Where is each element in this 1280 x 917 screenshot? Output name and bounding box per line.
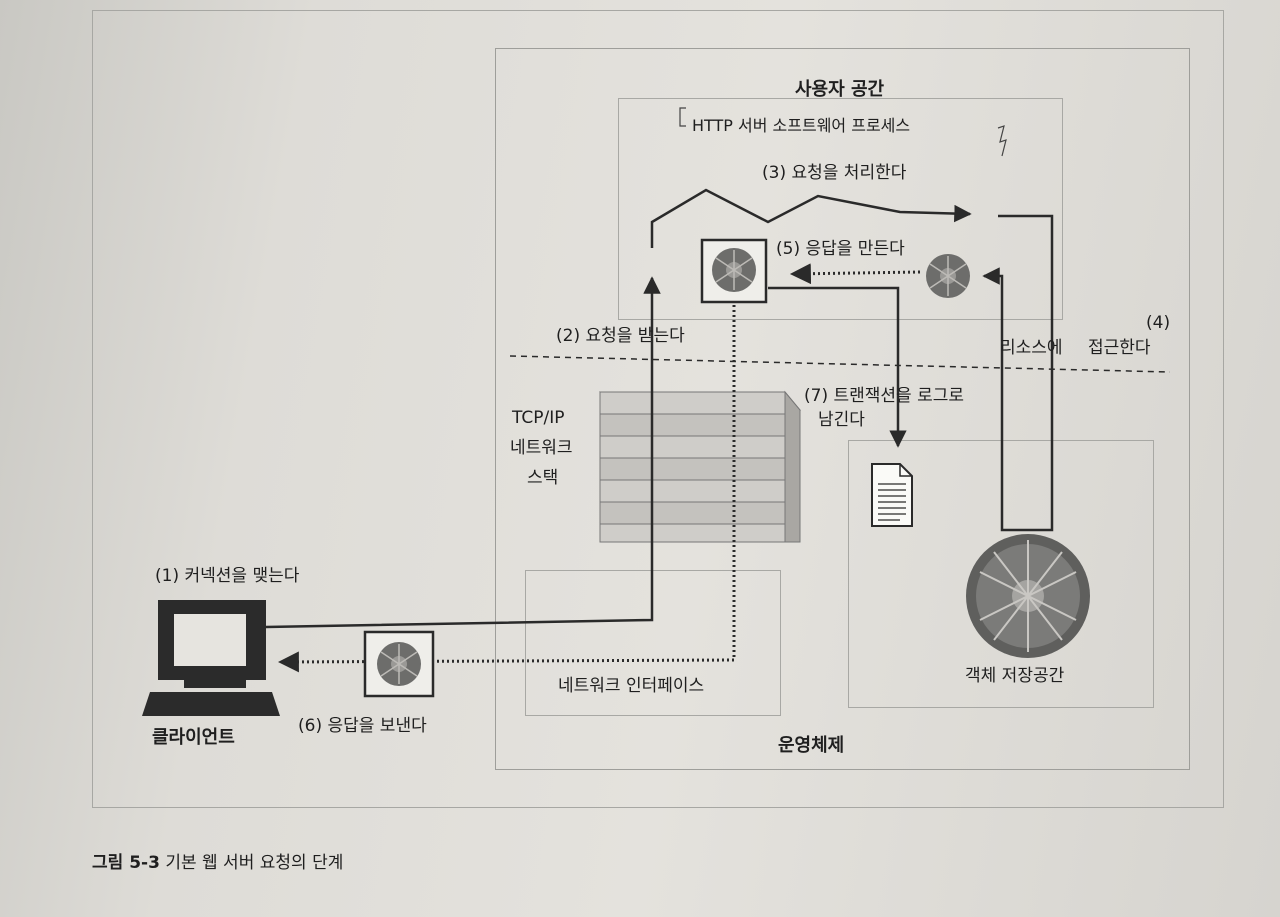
processing-path-arrow xyxy=(650,188,972,248)
client-label: 클라이언트 xyxy=(152,727,235,748)
step-7-label-line2: 남긴다 xyxy=(818,410,865,430)
tcpip-stack-graphic xyxy=(598,390,802,543)
figure-frame xyxy=(92,10,1224,808)
step-4-number: (4) xyxy=(1146,313,1171,333)
figure-number: 그림 5-3 xyxy=(92,853,160,873)
operating-system-box xyxy=(495,48,1190,770)
step-2-label: (2) 요청을 받는다 xyxy=(556,326,685,346)
object-store-label: 객체 저장공간 xyxy=(965,666,1065,686)
figure-title: 기본 웹 서버 요청의 단계 xyxy=(165,853,344,873)
client-computer-icon xyxy=(142,600,280,716)
http-process-label: HTTP 서버 소프트웨어 프로세스 xyxy=(692,116,911,135)
sent-response-gear-icon xyxy=(363,630,435,698)
process-label-bracket-right xyxy=(997,125,1007,157)
step-4-label-b: 접근한다 xyxy=(1088,338,1151,358)
request-path-arrow xyxy=(265,276,661,629)
process-label-bracket-left xyxy=(679,107,686,127)
figure-caption: 그림 5-3 기본 웹 서버 요청의 단계 xyxy=(92,848,343,873)
build-response-arrow xyxy=(789,263,921,285)
step-1-label: (1) 커넥션을 맺는다 xyxy=(155,566,300,586)
user-space-label: 사용자 공간 xyxy=(795,79,885,100)
operating-system-label: 운영체제 xyxy=(778,735,845,756)
send-response-arrow xyxy=(277,300,736,673)
tcpip-label-line2: 네트워크 xyxy=(510,438,573,458)
step-5-label: (5) 응답을 만든다 xyxy=(776,239,905,259)
logging-path-arrow xyxy=(768,286,907,448)
tcpip-label-line3: 스택 xyxy=(527,468,559,488)
log-document-icon xyxy=(871,463,913,527)
step-4-label-a: 리소스에 xyxy=(1000,338,1063,358)
network-interface-label: 네트워크 인터페이스 xyxy=(558,676,705,696)
step-3-label: (3) 요청을 처리한다 xyxy=(762,163,907,183)
step-7-label-line1: (7) 트랜잭션을 로그로 xyxy=(804,386,965,406)
response-gear-icon xyxy=(700,238,768,304)
resource-access-arrow xyxy=(982,214,1054,532)
step-6-label: (6) 응답을 보낸다 xyxy=(298,716,427,736)
kernel-boundary-line xyxy=(509,355,1171,373)
object-store-disk-icon xyxy=(966,534,1090,658)
resource-gear-icon xyxy=(926,254,970,298)
user-space-inner-box xyxy=(618,98,1063,320)
tcpip-label-line1: TCP/IP xyxy=(512,408,565,428)
